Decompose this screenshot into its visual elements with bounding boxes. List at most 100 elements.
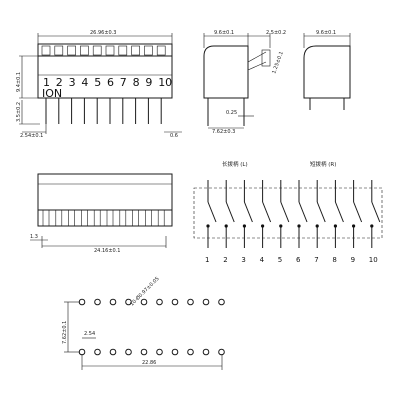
schematic-contact-4 <box>261 224 265 228</box>
slider-7 <box>118 45 128 56</box>
hole-top-6 <box>156 298 163 306</box>
pitch-dim: 2.54 <box>84 331 95 337</box>
schematic-right-label: 短拨柄 (R) <box>310 160 336 168</box>
hole-bottom-3 <box>109 348 117 356</box>
front-pitch-dim: 2.54±0.1 <box>20 133 43 139</box>
bottom-pin-5 <box>93 209 101 227</box>
schematic-number-5: 5 <box>278 256 282 264</box>
schematic-switch-blade-6 <box>298 201 308 223</box>
switch-number-3: 3 <box>69 76 76 89</box>
schematic-contact-1 <box>206 224 210 228</box>
schematic-switch-blade-3 <box>243 201 253 223</box>
hole-top-9 <box>202 298 210 306</box>
slider-1 <box>41 45 51 56</box>
switch-number-7: 7 <box>120 76 127 89</box>
schematic-switch-blade-8 <box>334 201 344 223</box>
hole-bottom-7 <box>171 348 179 356</box>
switch-number-5: 5 <box>94 76 101 89</box>
end-view: 9.6±0.1 <box>303 30 351 110</box>
hole-bottom-8 <box>187 348 194 356</box>
bottom-pin-4 <box>81 209 88 227</box>
slider-8 <box>131 45 140 56</box>
bottom-pin-10 <box>157 209 165 227</box>
switch-number-4: 4 <box>81 76 88 89</box>
schematic-contact-7 <box>315 224 319 228</box>
on-label: ION <box>42 87 62 100</box>
schematic-contact-8 <box>333 224 337 228</box>
side-top-dim: 2.5±0.2 <box>266 30 286 36</box>
schematic-number-9: 9 <box>351 256 355 264</box>
schematic-number-3: 3 <box>241 256 245 264</box>
slider-4 <box>80 45 89 56</box>
schematic-left-label: 长拨柄 (L) <box>222 160 248 168</box>
pcb-footprint: 10-Ø0.97±0.05 7.62±0.1 2.54 22.86 <box>62 275 225 370</box>
schematic-contact-9 <box>352 224 356 228</box>
schematic-number-10: 10 <box>369 256 378 264</box>
schematic-switch-blade-5 <box>280 201 290 223</box>
bottom-pin-1 <box>42 209 50 227</box>
hole-bottom-9 <box>202 348 210 356</box>
hole-bottom-1 <box>78 348 86 356</box>
switch-number-10: 10 <box>158 76 172 89</box>
hole-top-10 <box>218 298 225 306</box>
end-width-dim: 9.6±0.1 <box>316 30 336 36</box>
schematic-number-2: 2 <box>223 256 227 264</box>
slider-3 <box>67 45 76 56</box>
switch-number-8: 8 <box>133 76 140 89</box>
bottom-pin-2 <box>55 209 63 227</box>
hole-bottom-5 <box>140 348 148 356</box>
hole-bottom-10 <box>218 348 225 356</box>
schematic-switch-blade-9 <box>353 201 363 223</box>
schematic-contact-2 <box>224 224 228 228</box>
hole-bottom-4 <box>125 348 132 356</box>
switch-number-9: 9 <box>145 76 152 89</box>
slider-10 <box>156 45 166 56</box>
total-length-dim: 22.86 <box>142 360 156 366</box>
hole-diameter-dim: 10-Ø0.97±0.05 <box>128 275 160 307</box>
row-spacing-dim: 7.62±0.1 <box>62 321 68 344</box>
hole-bottom-2 <box>94 348 101 356</box>
hole-top-4 <box>125 298 132 306</box>
schematic-number-4: 4 <box>260 256 265 264</box>
hole-bottom-6 <box>156 348 163 356</box>
side-pin-dim: 0.25 <box>226 110 237 116</box>
schematic-contact-10 <box>370 224 374 228</box>
bottom-hole-dim: 1.3 <box>30 234 38 240</box>
schematic-switch-blade-10 <box>371 201 381 223</box>
slider-5 <box>92 45 102 56</box>
front-width-dim: 26.96±0.3 <box>90 30 116 36</box>
schematic-number-7: 7 <box>314 256 318 264</box>
bottom-pin-3 <box>68 209 75 227</box>
front-height-dim: 9.4±0.1 <box>16 72 22 92</box>
side-view: 9.6±0.1 2.5±0.2 1.25±0.1 0.25 7.62±0.3 <box>203 30 286 135</box>
hole-top-3 <box>109 298 117 306</box>
switch-number-2: 2 <box>56 76 63 89</box>
schematic-number-8: 8 <box>332 256 336 264</box>
bottom-pin-6 <box>106 209 114 227</box>
schematic-switch-blade-7 <box>316 201 326 223</box>
schematic-switch-blade-1 <box>207 201 217 223</box>
switch-number-1: 1 <box>43 76 50 89</box>
schematic-contact-3 <box>242 224 246 228</box>
schematic-number-6: 6 <box>296 256 301 264</box>
hole-top-5 <box>140 298 148 306</box>
hole-top-8 <box>187 298 194 306</box>
slider-6 <box>105 45 115 56</box>
bottom-pin-9 <box>145 209 152 227</box>
switch-number-6: 6 <box>107 76 114 89</box>
front-pin-length-dim: 3.5±0.2 <box>16 102 22 122</box>
side-row-dim: 7.62±0.3 <box>212 129 235 135</box>
hole-top-2 <box>94 298 101 306</box>
bottom-view: 1.3 24.16±0.1 <box>30 173 173 254</box>
bottom-length-dim: 24.16±0.1 <box>94 248 120 254</box>
schematic-contact-5 <box>279 224 283 228</box>
side-width-dim: 9.6±0.1 <box>214 30 234 36</box>
side-angle-dim: 1.25±0.1 <box>271 51 285 75</box>
front-pin-width-dim: 0.6 <box>170 133 178 139</box>
bottom-pin-8 <box>132 209 139 227</box>
slider-2 <box>54 45 64 56</box>
